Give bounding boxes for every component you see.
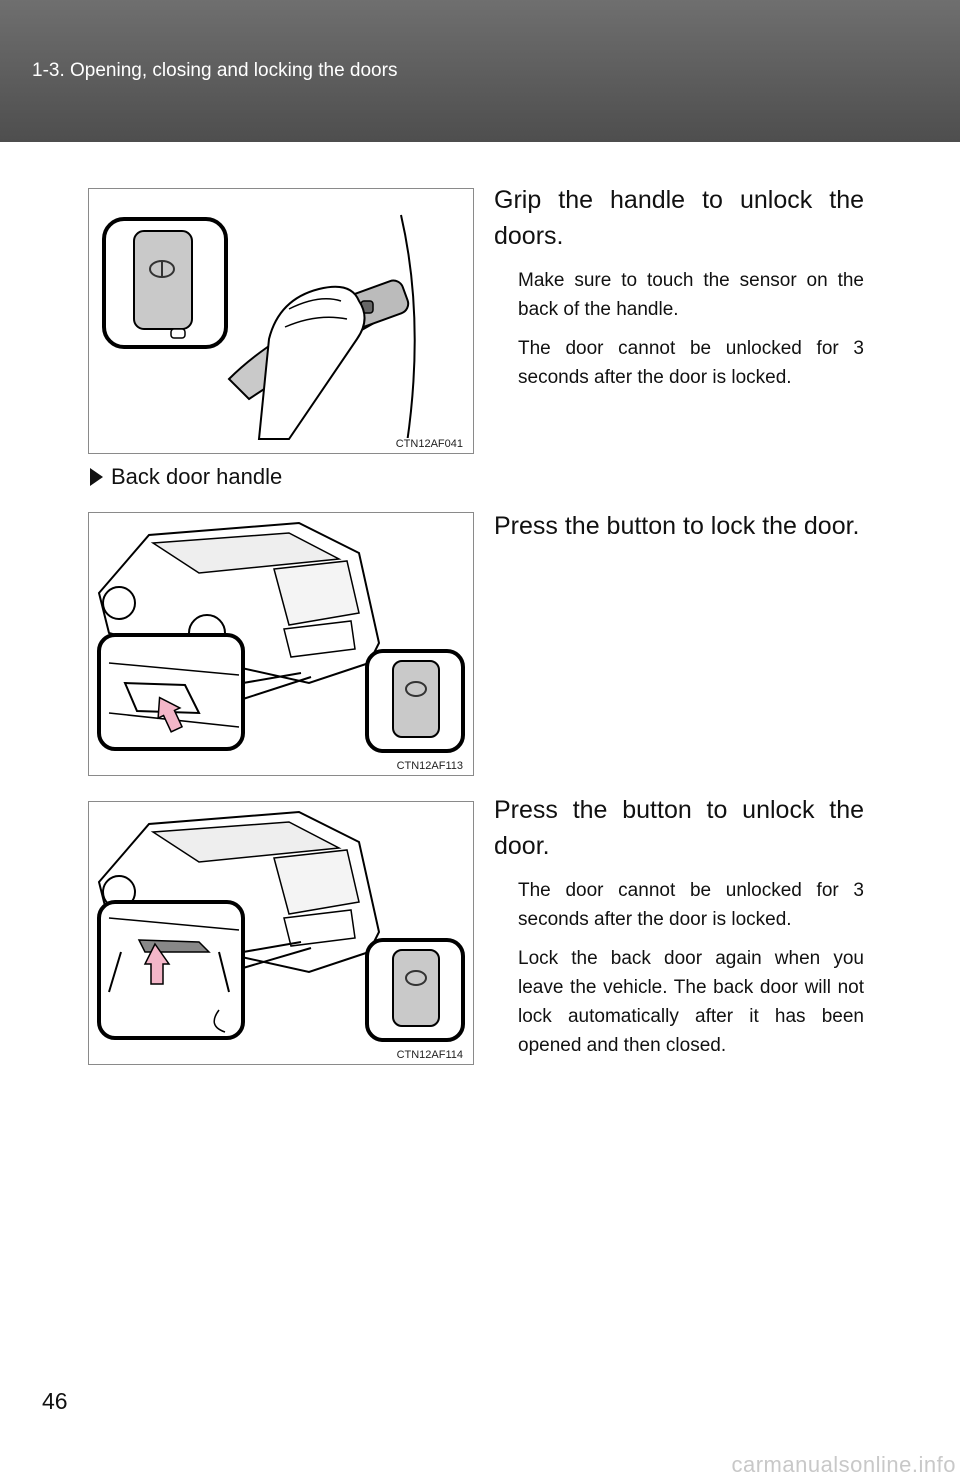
triangle-bullet-icon [90, 468, 103, 486]
subheading-label: Back door handle [111, 464, 283, 489]
section-header-bar: 1-3. Opening, closing and locking the do… [0, 0, 960, 142]
hand-shape [257, 285, 366, 440]
note-paragraph: Lock the back door again when you leave … [518, 948, 864, 1056]
key-fob-icon [392, 949, 440, 1027]
section-title: 1-3. Opening, closing and locking the do… [32, 60, 398, 81]
toyota-logo-icon [405, 681, 427, 697]
instruction-heading: Press the button to lock the door. [494, 512, 860, 540]
figure-code: CTN12AF113 [394, 760, 465, 772]
section-unlock-back-door: Press the button to unlock the door. The… [494, 792, 864, 1060]
figure-back-door-unlock: CTN12AF114 [88, 801, 474, 1065]
back-door-lock-illustration [97, 521, 465, 753]
section-grip-handle: Grip the handle to unlock the doors. Mak… [494, 182, 864, 392]
instruction-heading: Grip the handle to unlock the doors. [494, 186, 864, 250]
page-number: 46 [42, 1388, 68, 1414]
note-paragraph: The door cannot be unlocked for 3 second… [518, 880, 864, 930]
note-paragraph: The door cannot be unlocked for 3 second… [518, 338, 864, 388]
figure-code: CTN12AF041 [393, 438, 465, 450]
note-paragraph: Make sure to touch the sensor on the bac… [518, 270, 864, 320]
back-door-subheading: Back door handle [90, 464, 282, 490]
key-fob-icon [133, 230, 193, 330]
figure-back-door-lock: CTN12AF113 [88, 512, 474, 776]
lock-button-inset [97, 633, 245, 751]
toyota-logo-icon [405, 970, 427, 986]
door-handle-illustration [102, 214, 416, 444]
press-arrow-icon [143, 942, 171, 985]
press-arrow-icon [157, 696, 184, 733]
unlock-button-inset [97, 900, 245, 1040]
back-door-unlock-illustration [97, 810, 465, 1042]
figure-code: CTN12AF114 [394, 1049, 465, 1061]
watermark: carmanualsonline.info [731, 1452, 956, 1477]
key-fob-icon [392, 660, 440, 738]
section-lock-back-door: Press the button to lock the door. [494, 508, 864, 544]
instruction-heading: Press the button to unlock the door. [494, 796, 864, 860]
figure-door-handle-grip: CTN12AF041 [88, 188, 474, 454]
